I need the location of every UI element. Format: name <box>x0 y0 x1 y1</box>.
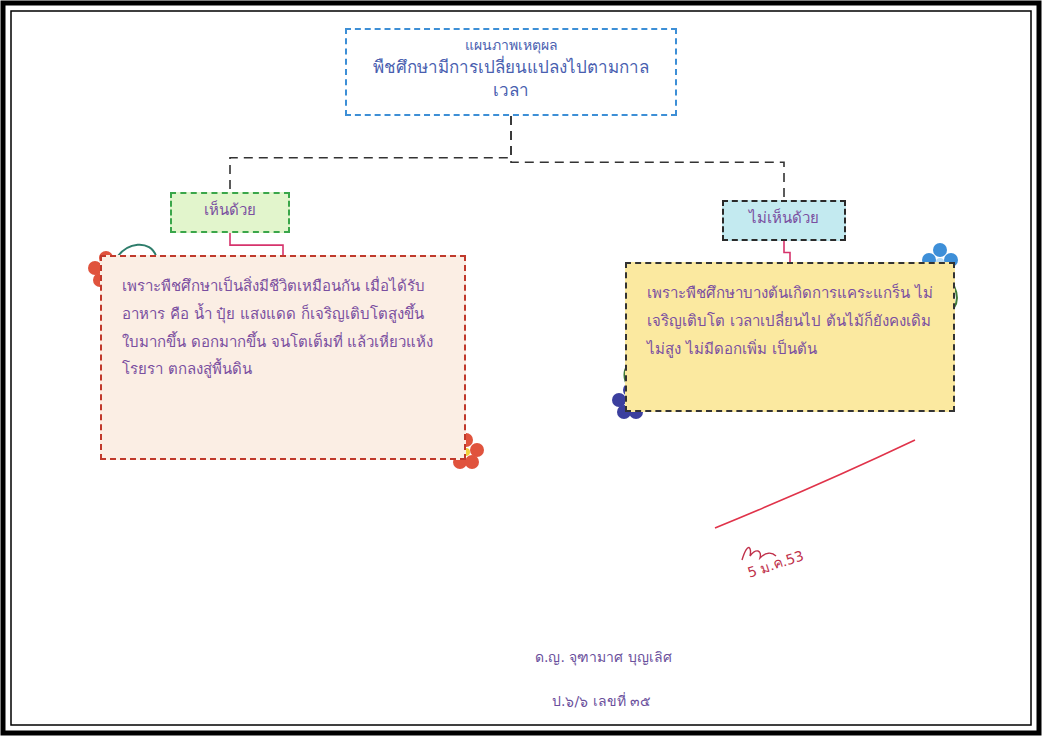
box-text: เพราะพืชศึกษาบางต้นเกิดการแคระแกร็น ไม่เ… <box>647 280 933 363</box>
box-text: เห็นด้วย <box>180 200 280 221</box>
box-text: พืชศึกษามีการเปลี่ยนแปลงไปตามกาลเวลา <box>357 56 665 104</box>
signature-stroke <box>715 440 915 528</box>
title-box: แผนภาพเหตุผลพืชศึกษามีการเปลี่ยนแปลงไปตา… <box>345 28 677 116</box>
outer-border <box>3 3 1039 733</box>
connector-line <box>511 116 784 200</box>
connector-line <box>230 116 511 192</box>
connector-line <box>230 233 283 255</box>
date-note: 5 ม.ค.53 <box>745 545 807 584</box>
connector-line <box>784 241 790 262</box>
inner-border <box>11 11 1031 725</box>
agree-box: เห็นด้วย <box>170 192 290 233</box>
class-number: ป.๖/๖ เลขที่ ๓๕ <box>552 690 651 712</box>
box-text: ไม่เห็นด้วย <box>732 208 836 229</box>
reason-box: เพราะพืชศึกษาเป็นสิ่งมีชีวิตเหมือนกัน เม… <box>100 255 466 460</box>
reason-box: เพราะพืชศึกษาบางต้นเกิดการแคระแกร็น ไม่เ… <box>625 262 955 412</box>
student-name: ด.ญ. จุฑามาศ บุญเลิศ <box>535 646 672 668</box>
box-text: เพราะพืชศึกษาเป็นสิ่งมีชีวิตเหมือนกัน เม… <box>122 273 444 384</box>
box-heading: แผนภาพเหตุผล <box>357 36 665 56</box>
disagree-box: ไม่เห็นด้วย <box>722 200 846 241</box>
